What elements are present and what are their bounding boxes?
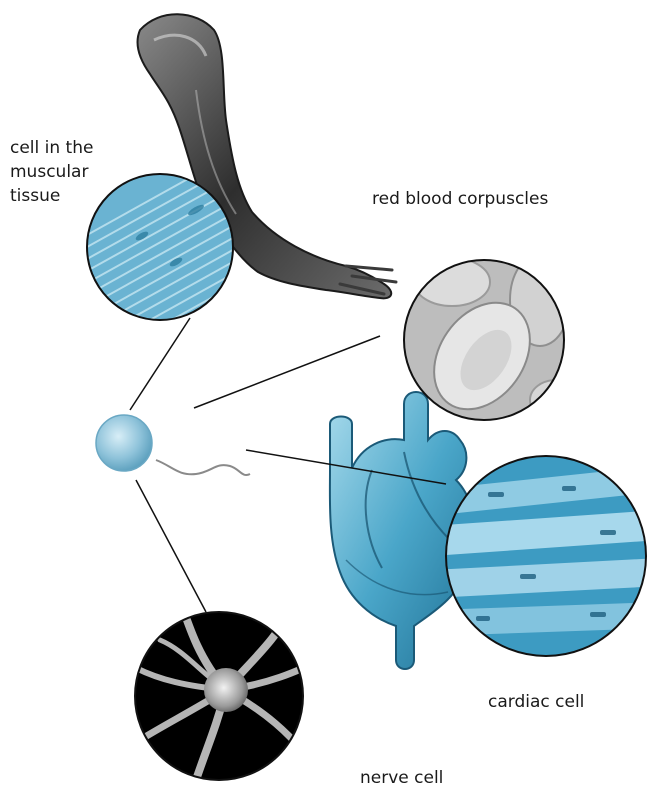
line-to-nerve [136, 480, 206, 612]
cardiac-cell-label: cardiac cell [488, 690, 584, 714]
nerve-cell-label: nerve cell [360, 766, 443, 790]
nerve-cell-micrograph [135, 600, 320, 780]
muscle-cell-label: cell in the muscular tissue [10, 136, 93, 208]
line-to-rbc [194, 336, 380, 408]
red-blood-corpuscles-label: red blood corpuscles [372, 187, 548, 211]
stem-cell-icon [96, 415, 250, 475]
line-to-muscle [130, 318, 190, 410]
red-blood-corpuscles-micrograph [404, 254, 582, 428]
cardiac-cell-micrograph [432, 456, 656, 656]
